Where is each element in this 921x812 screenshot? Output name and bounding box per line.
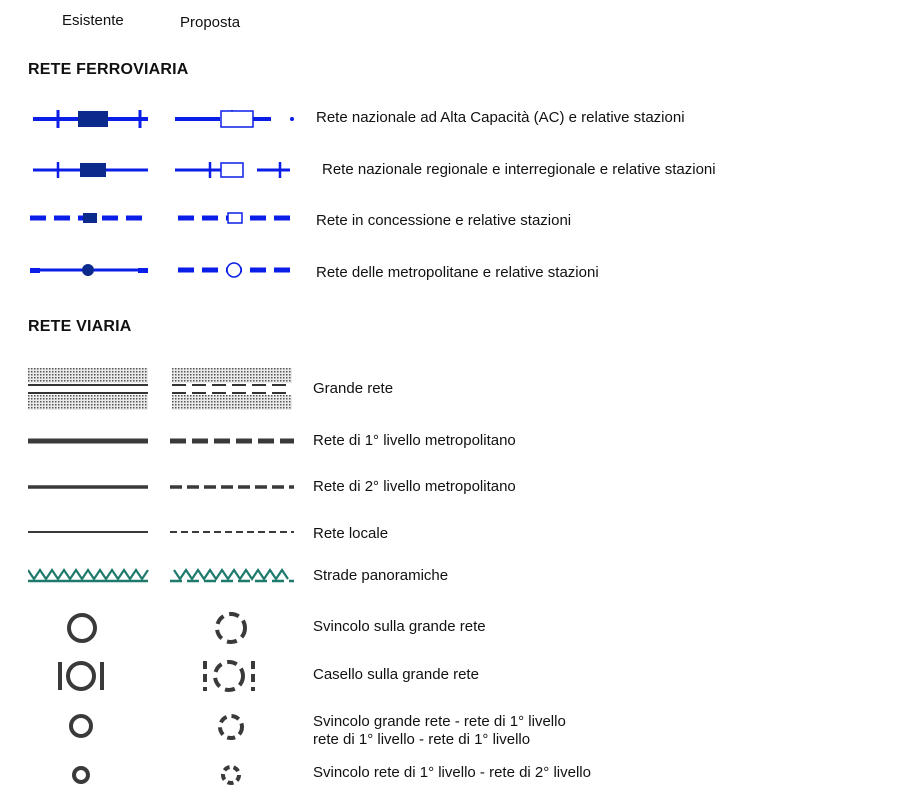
major-road-proposed-icon bbox=[172, 368, 292, 410]
level1-road-proposed-icon bbox=[170, 438, 294, 444]
legend-label-toll-booth: Casello sulla grande rete bbox=[313, 666, 479, 683]
toll-booth-proposed-icon bbox=[203, 660, 255, 692]
regional-rail-existing-icon bbox=[33, 162, 148, 178]
legend-label-level2-road: Rete di 2° livello metropolitano bbox=[313, 478, 516, 495]
junction-major-level1-existing-icon bbox=[69, 714, 93, 738]
legend-label-concession-rail: Rete in concessione e relative stazioni bbox=[316, 212, 572, 229]
ac-rail-proposed-icon bbox=[175, 110, 294, 128]
section-title-road: RETE VIARIA bbox=[28, 318, 132, 335]
legend-label-junction: Svincolo sulla grande rete bbox=[313, 618, 486, 635]
local-road-proposed-icon bbox=[170, 531, 294, 533]
toll-booth-existing-icon bbox=[58, 661, 104, 691]
junction-level1-level2-existing-icon bbox=[72, 766, 90, 784]
metro-proposed-icon bbox=[178, 262, 298, 278]
scenic-road-proposed-icon bbox=[170, 568, 294, 583]
junction-proposed-icon bbox=[215, 612, 247, 644]
major-road-existing-icon bbox=[28, 368, 148, 410]
concession-rail-proposed-icon bbox=[178, 212, 298, 224]
legend-label-regional-rail: Rete nazionale regionale e interregional… bbox=[322, 161, 716, 178]
column-header-proposed: Proposta bbox=[180, 14, 241, 31]
legend-label-level1-road: Rete di 1° livello metropolitano bbox=[313, 432, 516, 449]
legend-label-junction-major-level1: Svincolo grande rete - rete di 1° livell… bbox=[313, 713, 566, 730]
column-header-existing: Esistente bbox=[62, 12, 124, 29]
level1-road-existing-icon bbox=[28, 438, 148, 444]
scenic-road-existing-icon bbox=[28, 568, 149, 583]
ac-rail-existing-icon bbox=[33, 110, 148, 128]
section-title-rail: RETE FERROVIARIA bbox=[28, 61, 189, 78]
junction-major-level1-proposed-icon bbox=[218, 714, 244, 740]
legend-label-junction-major-level1-line2: rete di 1° livello - rete di 1° livello bbox=[313, 731, 531, 748]
level2-road-existing-icon bbox=[28, 485, 148, 489]
legend-label-major-road: Grande rete bbox=[313, 380, 394, 397]
metro-existing-icon bbox=[30, 264, 148, 276]
legend-label-local-road: Rete locale bbox=[313, 525, 389, 542]
legend-label-junction-level1-level2: Svincolo rete di 1° livello - rete di 2°… bbox=[313, 764, 591, 781]
junction-existing-icon bbox=[67, 613, 97, 643]
legend-label-metro: Rete delle metropolitane e relative staz… bbox=[316, 264, 599, 281]
level2-road-proposed-icon bbox=[170, 485, 294, 489]
legend-label-scenic-road: Strade panoramiche bbox=[313, 567, 449, 584]
junction-level1-level2-proposed-icon bbox=[221, 765, 241, 785]
local-road-existing-icon bbox=[28, 531, 148, 533]
concession-rail-existing-icon bbox=[30, 213, 150, 223]
legend-label-ac-rail: Rete nazionale ad Alta Capacità (AC) e r… bbox=[316, 109, 685, 126]
regional-rail-proposed-icon bbox=[175, 162, 290, 178]
